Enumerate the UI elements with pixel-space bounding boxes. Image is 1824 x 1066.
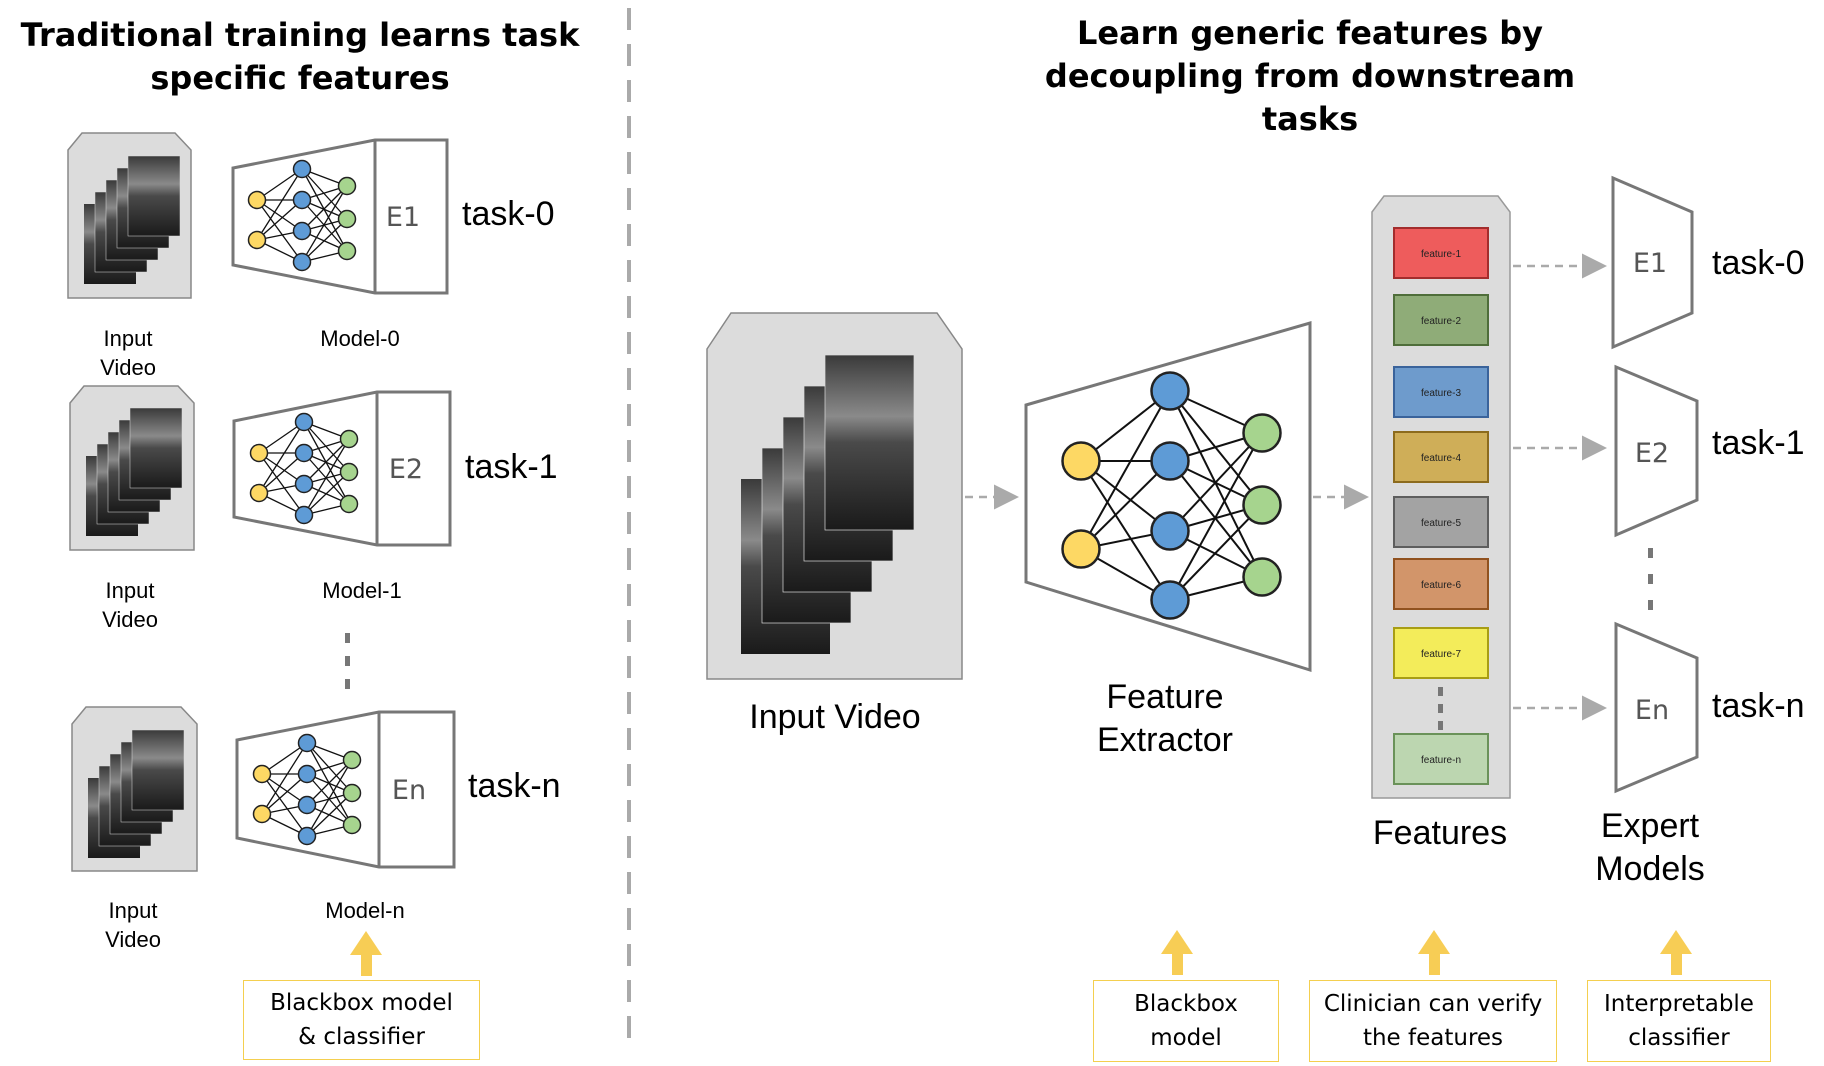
expert-label-e2: E2 [1635, 438, 1669, 469]
callout-interpretable-classifier: Interpretable classifier [1587, 980, 1771, 1062]
input-label-line-1: Input [105, 578, 155, 603]
extractor-up-arrow [1161, 930, 1193, 975]
expert-models-line-1: Expert [1600, 807, 1700, 845]
feature-box-7 [1393, 627, 1489, 679]
left-row-2: En [71, 706, 456, 872]
right-title-line-3: tasks [1261, 100, 1359, 138]
left-row-0: E1 [67, 132, 449, 299]
left-row-1: E2 [69, 385, 452, 551]
feature-extractor-network [1061, 371, 1282, 620]
callout-line-1: Blackbox model [270, 990, 453, 1016]
model-label-row-0: Model-0 [320, 326, 400, 351]
model-label-row-1: Model-1 [322, 578, 402, 603]
task-label-row-2: task-n [468, 767, 561, 805]
ultrasound-stack [86, 407, 183, 536]
feature-label-6: feature-6 [1421, 580, 1461, 591]
mini-network [252, 733, 362, 846]
right-title-line-2: decoupling from downstream [1044, 57, 1576, 95]
input-label-line-1: Input [108, 898, 158, 923]
callout-clinician-verify: Clinician can verify the features [1309, 980, 1557, 1062]
feature-label-5: feature-5 [1421, 518, 1461, 529]
feature-label-1: feature-1 [1421, 249, 1461, 260]
expert-label-en: En [1635, 695, 1669, 726]
input-label-line-2: Video [105, 927, 161, 952]
feature-label-2: feature-2 [1421, 316, 1461, 327]
feature-extractor-line-1: Feature [1106, 678, 1224, 716]
model-label-row-2: Model-n [325, 898, 405, 923]
feature-extractor-line-2: Extractor [1096, 721, 1234, 759]
feature-box-6 [1393, 558, 1489, 610]
right-task-label-n: task-n [1712, 687, 1805, 725]
expert-model-e2 [1614, 364, 1699, 538]
feature-box-5 [1393, 496, 1489, 548]
expert-models-line-2: Models [1595, 850, 1705, 888]
callout-line-1: Clinician can verify [1323, 991, 1543, 1017]
left-up-arrow [350, 931, 382, 976]
mini-network [249, 412, 359, 525]
input-label-line-1: Input [103, 326, 153, 351]
right-task-label-0: task-0 [1712, 244, 1805, 282]
expert-label-en: En [392, 775, 426, 806]
feature-label-3: feature-3 [1421, 388, 1461, 399]
feature-list: feature-1 feature-2 feature-3 feature-4 feat… [1393, 227, 1489, 785]
right-task-label-1: task-1 [1712, 424, 1805, 462]
callout-line-2: model [1150, 1025, 1222, 1051]
input-label-line-2: Video [100, 355, 156, 380]
callout-line-2: & classifier [298, 1024, 425, 1050]
features-label: Features [1372, 814, 1508, 852]
task-label-row-0: task-0 [462, 195, 555, 233]
left-callout-blackbox-classifier: Blackbox model & classifier [243, 980, 480, 1060]
callout-line-2: the features [1362, 1025, 1504, 1051]
callout-line-2: classifier [1628, 1025, 1730, 1051]
expert-model-en [1614, 621, 1699, 794]
left-title-line-2: specific features [150, 59, 450, 97]
feature-box-4 [1393, 431, 1489, 483]
expert-label-e2: E2 [389, 454, 423, 485]
expert-model-e1 [1611, 175, 1694, 350]
ultrasound-stack [84, 155, 181, 284]
ultrasound-stack [88, 729, 185, 858]
mini-network [247, 159, 357, 272]
right-title: Learn generic features by decoupling fro… [1010, 12, 1610, 141]
callout-line-1: Interpretable [1604, 991, 1754, 1017]
feature-label-8: feature-n [1421, 755, 1461, 766]
left-ellipsis [345, 633, 350, 689]
feature-box-2 [1393, 294, 1489, 346]
feature-box-1 [1393, 227, 1489, 279]
input-video-label-row-2: Input Video [83, 896, 183, 954]
feature-label-7: feature-7 [1421, 649, 1461, 660]
experts-ellipsis [1648, 548, 1653, 610]
right-title-line-1: Learn generic features by [1076, 14, 1544, 52]
left-title: Traditional training learns task specifi… [20, 14, 580, 100]
input-label-line-2: Video [102, 607, 158, 632]
input-video-label-row-0: Input Video [78, 324, 178, 382]
callout-line-1: Blackbox [1134, 991, 1238, 1017]
input-video-label-row-1: Input Video [80, 576, 180, 634]
expert-label-e1: E1 [386, 202, 420, 233]
callout-blackbox-model: Blackbox model [1093, 980, 1279, 1062]
features-ellipsis [1438, 687, 1443, 730]
expert-models-label: Expert Models [1560, 805, 1740, 891]
input-video-label: Input Video [749, 698, 921, 736]
features-up-arrow [1418, 930, 1450, 975]
feature-label-4: feature-4 [1421, 453, 1461, 464]
feature-box-8 [1393, 733, 1489, 785]
task-label-row-1: task-1 [465, 448, 558, 486]
feature-extractor-label: Feature Extractor [1060, 676, 1270, 762]
experts-up-arrow [1660, 930, 1692, 975]
expert-label-e1: E1 [1633, 248, 1667, 279]
left-title-line-1: Traditional training learns task [20, 16, 580, 54]
ultrasound-stack-large [741, 354, 915, 654]
feature-box-3 [1393, 366, 1489, 418]
